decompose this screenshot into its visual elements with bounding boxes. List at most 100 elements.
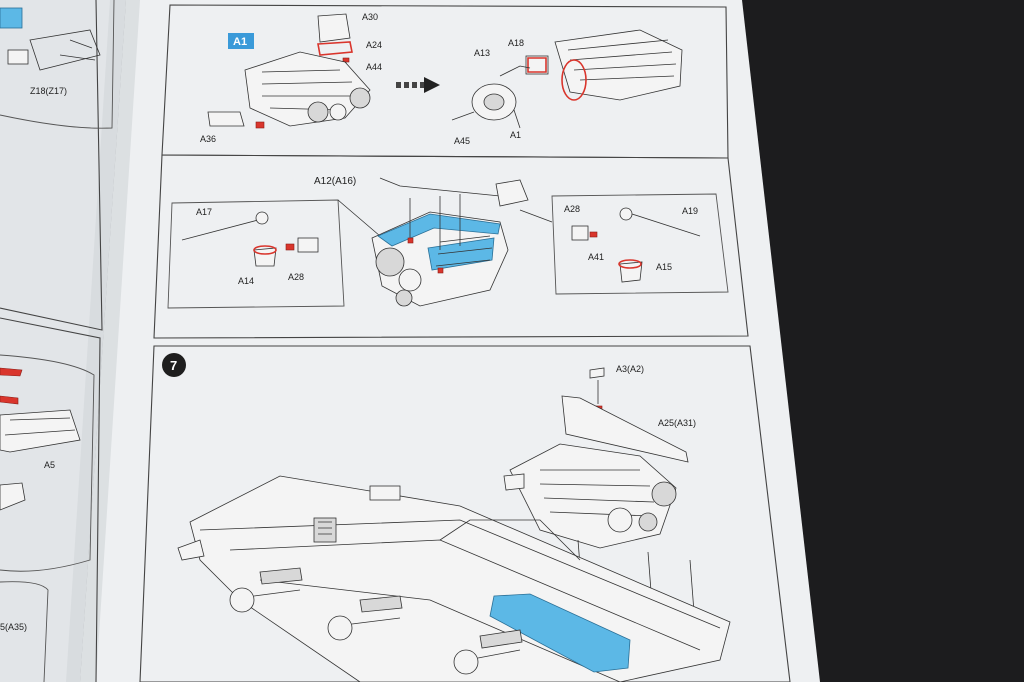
left-hull-lines (4, 417, 76, 436)
step7-pulley-3 (638, 512, 658, 532)
part-a3 (589, 367, 605, 379)
gasket-a14 (253, 245, 277, 255)
subassembly-tag (228, 33, 254, 49)
step7-engine-lines (539, 469, 655, 517)
inset-left (167, 199, 345, 309)
label-a36: A36 (200, 134, 216, 144)
left-bottom-inset (0, 581, 49, 682)
part-a28-left (297, 237, 319, 253)
engine-main-lines (435, 235, 493, 267)
label-a24: A24 (366, 40, 382, 50)
pipe-fitting (495, 179, 529, 207)
label-a18: A18 (508, 38, 524, 48)
left-part-lines (59, 39, 96, 61)
label-a15: A15 (656, 262, 672, 272)
hull-floor-line (259, 579, 621, 682)
part-a17-rod (181, 219, 259, 241)
marker-a44 (342, 57, 350, 63)
flywheel-hub (483, 93, 505, 111)
left-part-frame (7, 49, 29, 65)
hull-grille-lines (318, 521, 332, 535)
engine-pulley-2 (307, 101, 329, 123)
label-a5: A5 (44, 460, 55, 470)
left-upper-frame (0, 0, 103, 331)
inset-right (551, 193, 729, 295)
gasket-a24 (317, 41, 353, 56)
label-a14: A14 (238, 276, 254, 286)
bolt-a45 (451, 111, 475, 121)
label-a30: A30 (362, 12, 378, 22)
label-a35: 5(A35) (0, 622, 27, 632)
label-a3: A3(A2) (616, 364, 644, 374)
left-page-content: Z18(Z17) A5 5(A35) (0, 0, 115, 682)
hull-frame-bars (439, 519, 581, 561)
step-number-badge (162, 353, 186, 377)
left-red-part-2 (0, 395, 19, 405)
label-a13: A13 (474, 48, 490, 58)
left-lower-frame (0, 317, 101, 682)
main-pulley-2 (398, 268, 422, 292)
blue-fuel-tank (489, 593, 631, 673)
main-pulley-1 (375, 247, 405, 277)
step7-pulley-1 (651, 481, 677, 507)
engine-pulley-3 (329, 103, 347, 121)
step-number-text: 7 (170, 358, 177, 373)
step7-pulley-2 (607, 507, 633, 533)
subassembly-tag-text: A1 (233, 36, 247, 48)
marker-a28-left (285, 243, 295, 251)
inset-left-connector (337, 199, 381, 237)
label-a1: A1 (510, 130, 521, 140)
left-mid-inset (0, 354, 95, 572)
left-part-body (29, 29, 101, 71)
marker-a28-right (589, 231, 598, 238)
step7-frame (139, 345, 791, 682)
hull-hatch (369, 485, 401, 501)
label-a28-right: A28 (564, 204, 580, 214)
guide-3 (689, 559, 695, 613)
label-a41: A41 (588, 252, 604, 262)
pipe-a13 (499, 65, 531, 77)
part-a25-panel (561, 395, 689, 463)
leader-a1 (513, 109, 521, 129)
label-a19: A19 (682, 206, 698, 216)
suspension-units (177, 539, 523, 675)
engine-assembly-right (554, 29, 683, 101)
marker-a36 (255, 121, 265, 129)
step6-middle-panel: A17 A14 A28 A12(A16) A28 A19 A41 A15 (153, 154, 749, 339)
label-z18: Z18(Z17) (30, 86, 67, 96)
step7-engine-fitting (503, 473, 525, 491)
part-a19-rod (631, 213, 701, 237)
part-a19-head (619, 207, 633, 221)
part-a28-right (571, 225, 589, 241)
main-pulley-3 (395, 289, 413, 307)
marker-main-1 (407, 237, 414, 244)
page-spine (66, 0, 140, 682)
left-red-part (0, 367, 23, 377)
assembly-guide-lines (409, 194, 461, 250)
left-bottom-part (0, 482, 26, 511)
pipe-a12 (379, 177, 501, 197)
blue-highlight-bank (427, 237, 495, 271)
part-a14 (253, 247, 277, 267)
label-a25: A25(A31) (658, 418, 696, 428)
label-a44: A44 (366, 62, 382, 72)
marker-main-2 (437, 267, 444, 274)
label-a17: A17 (196, 207, 212, 217)
hull-grille (313, 517, 337, 543)
step7-panel: 7 A3(A2) A25(A31) (139, 345, 791, 682)
engine-detail-lines (261, 69, 353, 111)
part-a36 (207, 111, 245, 127)
red-ring-flywheel (561, 59, 587, 101)
label-a12: A12(A16) (314, 176, 356, 187)
left-blue-part (0, 7, 23, 29)
engine-pulley-1 (349, 87, 371, 109)
part-a17-head (255, 211, 269, 225)
part-a30 (317, 13, 351, 43)
assembly-arrow (396, 77, 440, 93)
left-hull-part (0, 409, 81, 453)
inset-right-connector (519, 209, 553, 223)
part-a18 (525, 55, 549, 75)
hull-edge (199, 519, 721, 629)
left-page (0, 0, 126, 682)
